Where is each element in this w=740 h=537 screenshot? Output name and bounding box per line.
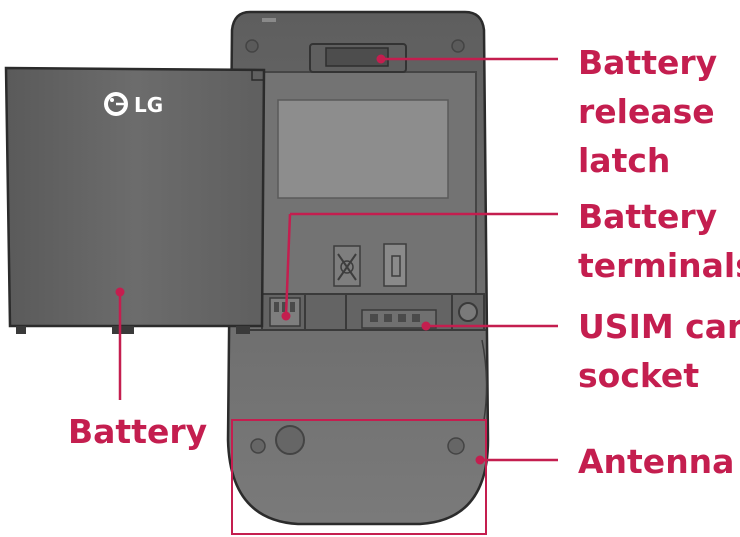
label-battery-release-latch: Battery release latch bbox=[578, 38, 717, 185]
label-antenna: Antenna bbox=[578, 437, 734, 486]
leader-battery-terminals bbox=[284, 213, 292, 317]
label-line: socket bbox=[578, 356, 700, 395]
label-line: Battery bbox=[578, 197, 718, 236]
label-line: release bbox=[578, 92, 715, 131]
battery-terminals[interactable] bbox=[269, 297, 301, 327]
label-line: Battery bbox=[578, 43, 718, 82]
label-line: Battery bbox=[68, 412, 208, 451]
lg-logo: LG bbox=[104, 92, 163, 117]
lower-cover-details bbox=[250, 339, 488, 455]
label-line: Antenna bbox=[578, 442, 735, 481]
leader-lines bbox=[118, 57, 558, 462]
label-battery-terminals: Battery terminals bbox=[578, 192, 740, 290]
label-line: latch bbox=[578, 141, 671, 180]
label-usim-card-socket: USIM card socket bbox=[578, 302, 740, 400]
battery-release-latch[interactable] bbox=[309, 43, 407, 73]
label-battery: Battery bbox=[68, 407, 207, 456]
battery-pack[interactable]: LG bbox=[4, 66, 266, 334]
label-line: terminals bbox=[578, 246, 740, 285]
label-line: USIM card bbox=[578, 307, 740, 346]
usim-card-socket[interactable] bbox=[361, 309, 437, 331]
battery-compartment bbox=[257, 71, 477, 295]
logo-text: LG bbox=[134, 93, 163, 117]
